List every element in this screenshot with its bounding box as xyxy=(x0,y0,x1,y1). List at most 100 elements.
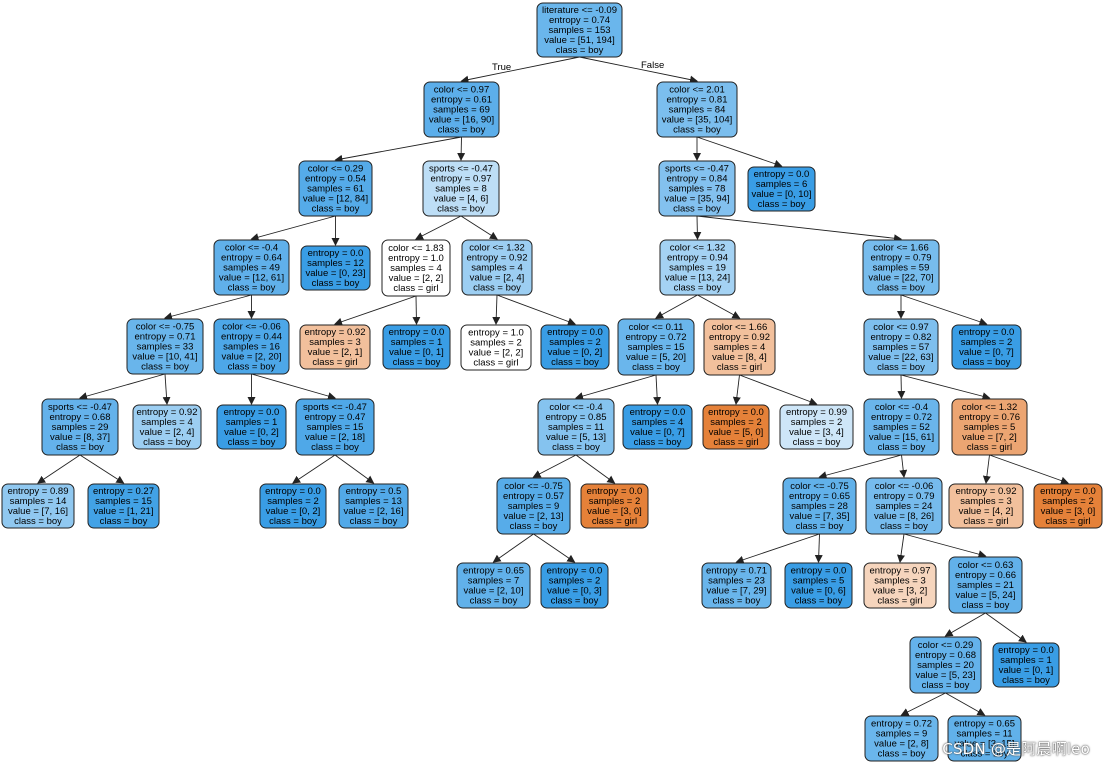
node-line: value = [8, 26] xyxy=(874,511,934,522)
node-line: class = boy xyxy=(1002,675,1050,686)
node-line: entropy = 0.0 xyxy=(265,486,321,497)
node-box xyxy=(951,398,1028,456)
node-line: class = boy xyxy=(312,204,360,215)
node-line: entropy = 0.71 xyxy=(134,332,195,343)
node-box xyxy=(1033,483,1103,529)
node-line: class = boy xyxy=(470,596,518,607)
node-line: entropy = 1.0 xyxy=(388,253,444,264)
node-line: sports <= -0.47 xyxy=(48,402,112,413)
node-line: value = [0, 7] xyxy=(959,347,1014,358)
node-line: value = [2, 4] xyxy=(140,427,195,438)
node-line: value = [10, 41] xyxy=(132,352,197,363)
node-line: entropy = 0.68 xyxy=(49,412,110,423)
node-line: class = boy xyxy=(551,357,599,368)
edge-n49-n51 xyxy=(900,692,946,716)
node-line: value = [2, 20] xyxy=(222,352,282,363)
node-line: entropy = 0.0 xyxy=(1040,486,1096,497)
node-box xyxy=(298,160,373,217)
node-line: entropy = 0.92 xyxy=(955,486,1016,497)
node-line: samples = 3 xyxy=(960,496,1012,507)
node-line: samples = 3 xyxy=(874,576,926,587)
node-line: samples = 15 xyxy=(307,422,364,433)
node-line: samples = 13 xyxy=(345,496,402,507)
node-line: samples = 61 xyxy=(307,184,364,195)
node-box xyxy=(782,477,857,535)
node-line: class = boy xyxy=(961,749,1009,760)
node-line: class = boy xyxy=(878,749,926,760)
node-box xyxy=(461,239,533,296)
edge-n10-n17 xyxy=(492,294,501,325)
node-line: samples = 5 xyxy=(964,422,1016,433)
node-line: entropy = 0.79 xyxy=(873,491,934,502)
node-line: entropy = 0.0 xyxy=(754,169,810,180)
node-box xyxy=(496,477,571,535)
edge-n19-n28 xyxy=(653,374,662,405)
node-line: value = [5, 23] xyxy=(916,670,976,681)
node-line: entropy = 0.76 xyxy=(959,412,1020,423)
edge-n21-n31 xyxy=(897,374,906,399)
node-line: value = [35, 94] xyxy=(664,194,729,205)
edge-n4-n9 xyxy=(415,215,462,240)
node-line: class = boy xyxy=(673,125,721,136)
edge-layer xyxy=(37,56,1069,716)
edge-n5-n11 xyxy=(693,215,702,240)
edge-n37-n44 xyxy=(533,533,576,563)
node-line: entropy = 0.79 xyxy=(870,253,931,264)
node-line: class = girl xyxy=(393,283,438,294)
node-line: value = [0, 2] xyxy=(266,506,321,517)
node-box xyxy=(540,562,609,609)
node-line: samples = 84 xyxy=(669,105,726,116)
node-box xyxy=(132,404,202,450)
node-line: entropy = 0.0 xyxy=(389,327,445,338)
node-line: class = boy xyxy=(877,283,925,294)
node-line: class = boy xyxy=(674,283,722,294)
edge-n20-n30 xyxy=(739,374,818,406)
edge-n1-n3 xyxy=(334,136,462,163)
node-line: entropy = 1.0 xyxy=(468,328,524,339)
node-line: value = [1, 21] xyxy=(94,506,154,517)
node-line: value = [0, 23] xyxy=(306,268,366,279)
node-line: entropy = 0.44 xyxy=(221,332,282,343)
node-line: samples = 8 xyxy=(435,184,487,195)
node-line: value = [0, 7] xyxy=(630,427,685,438)
edge-n21-n32 xyxy=(900,374,991,401)
edge-n11-n20 xyxy=(697,294,741,319)
node-line: value = [7, 2] xyxy=(962,432,1017,443)
node-box xyxy=(213,318,290,375)
edge-n2-n6 xyxy=(696,136,783,168)
node-line: value = [5, 0] xyxy=(709,427,764,438)
edge-n27-n37 xyxy=(532,454,577,478)
node-line: class = boy xyxy=(673,204,721,215)
node-line: value = [2, 16] xyxy=(344,506,404,517)
node-line: class = boy xyxy=(437,204,485,215)
node-line: value = [0, 2] xyxy=(548,347,603,358)
node-line: value = [22, 70] xyxy=(868,273,933,284)
node-line: entropy = 0.64 xyxy=(221,253,282,264)
node-box xyxy=(259,483,327,529)
edge-n37-n43 xyxy=(492,533,534,563)
node-line: class = boy xyxy=(551,596,599,607)
node-line: class = girl xyxy=(473,358,518,369)
edge-n32-n42 xyxy=(989,454,1069,485)
node-line: color <= 1.32 xyxy=(469,243,524,254)
node-line: entropy = 0.0 xyxy=(998,645,1054,656)
node-line: value = [2, 13] xyxy=(504,511,564,522)
node-line: entropy = 0.47 xyxy=(304,412,365,423)
node-line: value = [16, 90] xyxy=(429,115,494,126)
node-line: samples = 16 xyxy=(223,342,280,353)
node-line: class = boy xyxy=(796,521,844,532)
node-line: entropy = 0.72 xyxy=(871,719,932,730)
